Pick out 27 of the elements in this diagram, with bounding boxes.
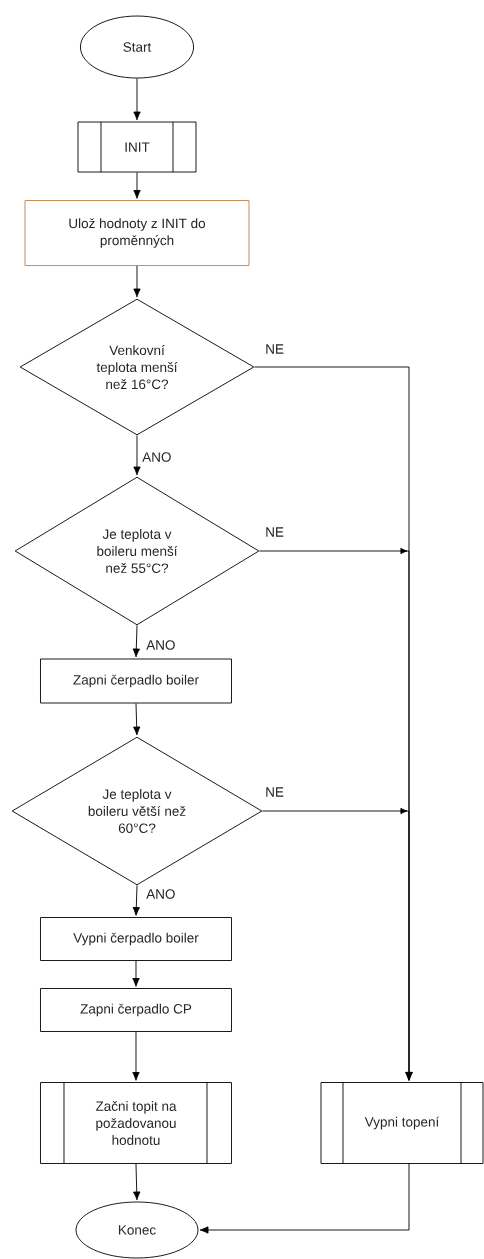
process-box: Zapni čerpadlo CP <box>40 988 232 1032</box>
edge-label: NE <box>264 526 285 538</box>
arrow <box>262 807 413 1081</box>
edge-label: ANO <box>145 888 177 900</box>
process-box: Ulož hodnoty z INIT do proměnných <box>24 200 250 266</box>
arrow <box>133 703 141 736</box>
arrow <box>133 172 141 199</box>
arrow <box>132 624 140 658</box>
terminal-oval: Start <box>80 15 194 79</box>
edge-label: ANO <box>141 451 173 463</box>
arrow <box>199 1162 410 1234</box>
subprocess-box: Vypni topení <box>320 1081 484 1164</box>
arrow <box>133 1163 141 1201</box>
arrow <box>132 1031 140 1081</box>
edge-label: NE <box>264 786 285 798</box>
arrow <box>133 265 141 298</box>
arrow <box>132 960 140 987</box>
process-box: Zapni čerpadlo boiler <box>40 658 232 704</box>
arrow <box>133 78 141 121</box>
terminal-oval: Konec <box>75 1201 199 1259</box>
edge-label: NE <box>264 343 285 355</box>
subprocess-box: INIT <box>77 121 197 173</box>
subprocess-box: Začni topit na požadovanou hodnotu <box>40 1081 232 1164</box>
edge-label: ANO <box>145 639 177 651</box>
arrow <box>133 435 141 476</box>
process-box: Vypni čerpadlo boiler <box>40 917 232 961</box>
arrow <box>132 884 140 916</box>
